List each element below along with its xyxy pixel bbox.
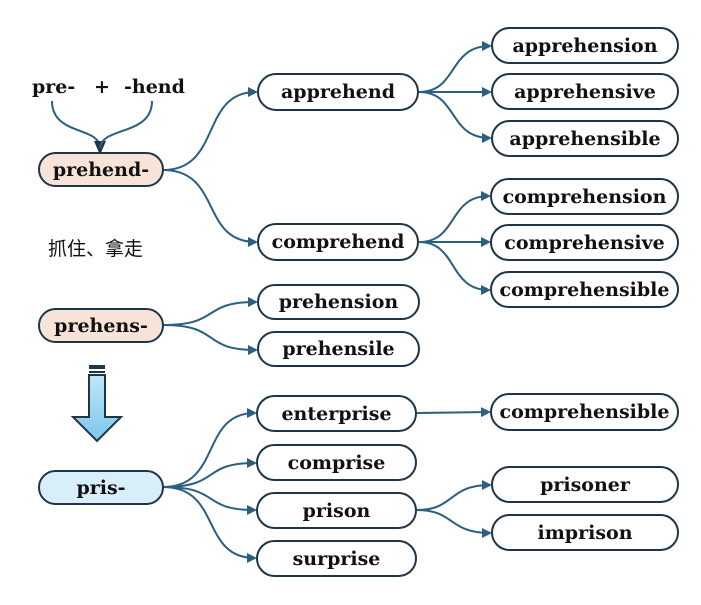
- word-prison[interactable]: prison: [256, 492, 417, 529]
- connector-pris-prison: [162, 486, 257, 515]
- word-comprehend[interactable]: comprehend: [257, 223, 419, 261]
- down-arrow-icon: [70, 365, 124, 443]
- word-apprehensible[interactable]: apprehensible: [491, 120, 679, 157]
- word-surprise[interactable]: surprise: [256, 540, 417, 577]
- word-apprehensive[interactable]: apprehensive: [491, 73, 679, 110]
- prefix-pre: pre-: [32, 76, 76, 98]
- plus-sign: +: [94, 76, 110, 98]
- connector-prehens-prehensile: [162, 324, 258, 355]
- suffix-hend: -hend: [124, 76, 185, 98]
- word-enterprise-derivative[interactable]: comprehensible: [490, 393, 679, 431]
- word-comprehensive[interactable]: comprehensive: [490, 224, 679, 261]
- connector-pris-comprise: [162, 458, 257, 488]
- root-pris[interactable]: pris-: [38, 470, 164, 505]
- connector-pre-to-prehend: [51, 100, 106, 155]
- connector-comprehend-comprehensible: [418, 241, 491, 295]
- word-prehension[interactable]: prehension: [257, 284, 420, 320]
- connector-pris-enterprise: [162, 408, 257, 488]
- connector-apprehend-apprehension: [418, 41, 492, 93]
- connector-prehend-comprehend: [162, 169, 258, 247]
- word-comprise[interactable]: comprise: [256, 444, 417, 481]
- word-prisoner[interactable]: prisoner: [491, 466, 679, 503]
- connector-pris-surprise: [162, 486, 257, 563]
- word-apprehend[interactable]: apprehend: [257, 73, 419, 111]
- meaning-label: 抓住、拿走: [48, 238, 144, 260]
- connector-enterprise-comprehensible: [416, 407, 491, 418]
- connector-comprehend-comprehension: [418, 191, 491, 243]
- word-prehensile[interactable]: prehensile: [257, 331, 420, 367]
- root-prehens[interactable]: prehens-: [38, 308, 164, 343]
- word-apprehension[interactable]: apprehension: [491, 27, 679, 64]
- connector-prehend-apprehend: [162, 87, 258, 171]
- root-prehend[interactable]: prehend-: [38, 152, 164, 187]
- word-comprehension[interactable]: comprehension: [490, 178, 679, 215]
- connector-hend-to-prehend: [99, 100, 153, 149]
- connector-prehens-prehension: [162, 297, 258, 326]
- connector-apprehend-apprehensible: [418, 91, 492, 143]
- word-comprehensible[interactable]: comprehensible: [490, 271, 679, 308]
- connector-prison-prisoner: [416, 480, 492, 511]
- connector-prison-imprison: [416, 509, 492, 538]
- word-imprison[interactable]: imprison: [491, 514, 679, 551]
- word-enterprise[interactable]: enterprise: [256, 395, 417, 432]
